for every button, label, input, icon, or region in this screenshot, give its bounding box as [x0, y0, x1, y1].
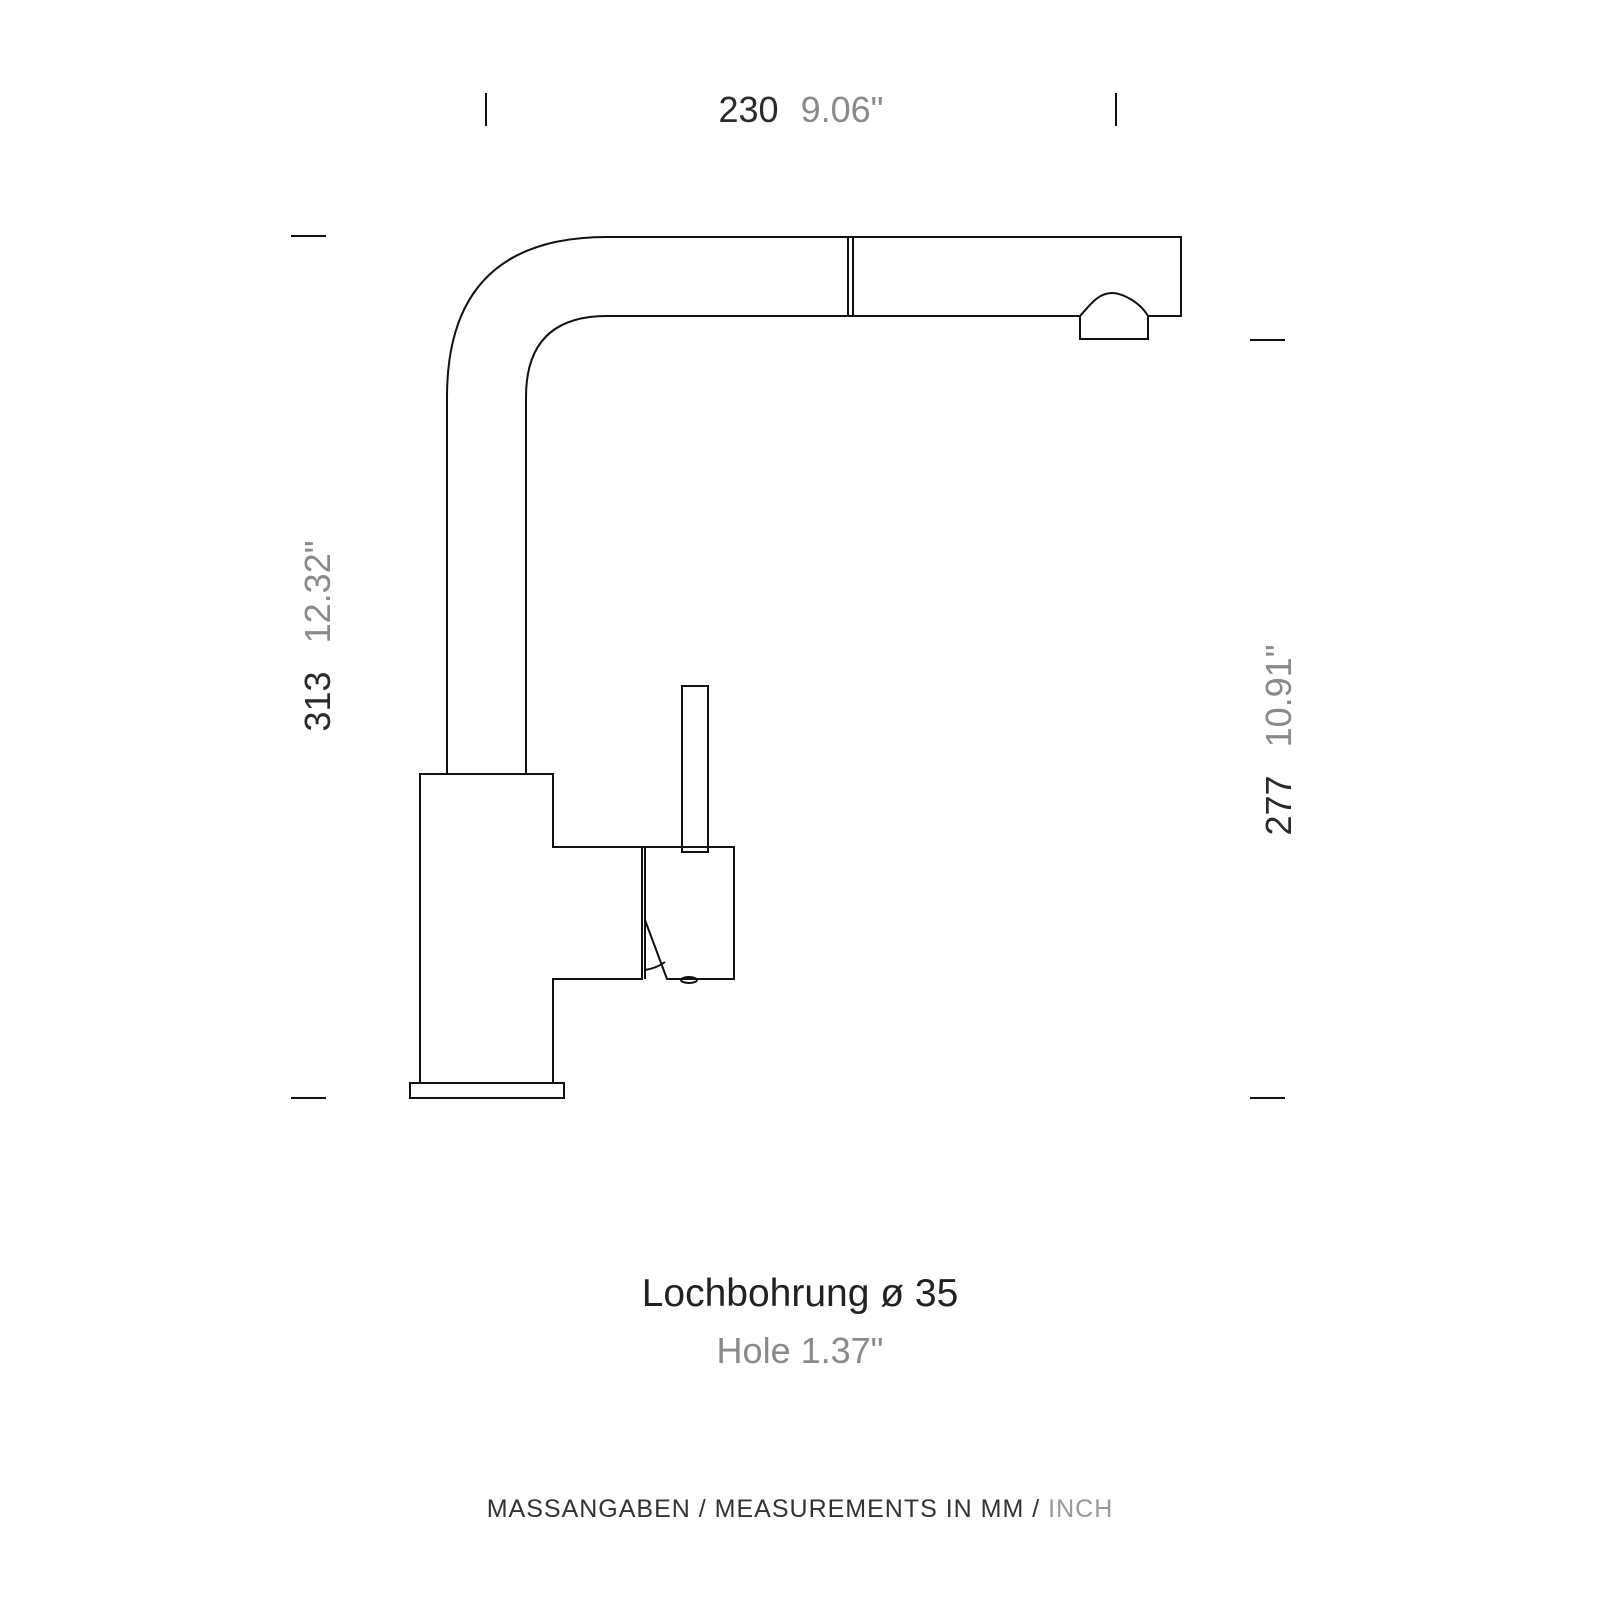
cartridge-curve	[644, 961, 666, 971]
total-height-dimension: 313 12.32"	[297, 541, 338, 732]
spout-height-inch-value: 10.91"	[1258, 645, 1299, 748]
total-height-inch-value: 12.32"	[297, 541, 338, 644]
total-height-mm-value: 313	[297, 671, 338, 731]
aerator-nozzle	[1079, 316, 1149, 340]
faucet-base-body	[419, 773, 643, 1084]
measurement-units-label: MASSANGABEN / MEASUREMENTS IN MM /	[486, 1495, 1049, 1523]
measurement-units-footer: MASSANGABEN / MEASUREMENTS IN MM / INCH	[0, 1495, 1600, 1524]
hole-size-mm-label: Lochbohrung ø 35	[641, 1272, 959, 1315]
lever-handle	[681, 685, 709, 853]
width-dimension: 230 9.06"	[719, 89, 884, 130]
inch-unit-label: INCH	[1048, 1495, 1114, 1523]
housing-screw	[680, 976, 698, 984]
spout-height-mm-value: 277	[1258, 775, 1299, 835]
spout-height-dimension: 277 10.91"	[1258, 645, 1299, 836]
faucet-base-plate	[409, 1082, 565, 1099]
width-inch-value: 9.06"	[801, 89, 884, 130]
faucet-spout	[446, 236, 1182, 774]
width-mm-value: 230	[719, 89, 779, 130]
cartridge-housing	[642, 846, 735, 980]
faucet-outline	[409, 236, 1182, 1099]
hole-size-inch-label: Hole 1.37"	[716, 1330, 884, 1371]
